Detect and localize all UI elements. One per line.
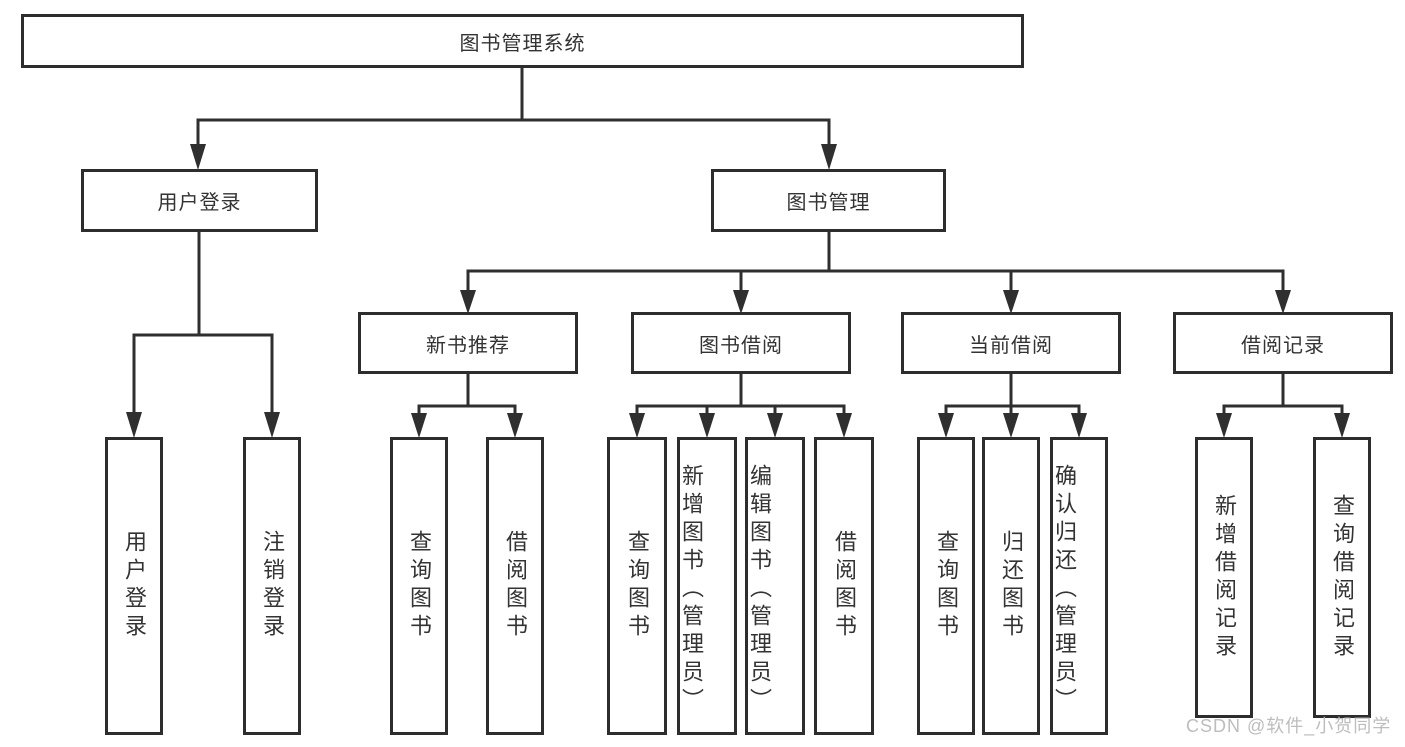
arrowhead-down: [699, 413, 715, 438]
arrowhead-down: [938, 413, 954, 438]
leaf-logout: 注销登录: [243, 437, 301, 735]
watermark: CSDN @软件_小贺同学: [1186, 716, 1392, 736]
node-borrowing-records-label: 借阅记录: [1241, 334, 1325, 357]
leaf-label: 查询图书: [407, 530, 432, 642]
node-user-login-label: 用户登录: [157, 192, 242, 214]
leaf-label: 查询图书: [934, 530, 959, 642]
leaf-query-books-3: 查询图书: [917, 437, 975, 735]
leaf-query-books-2: 查询图书: [607, 437, 667, 735]
leaf-query-borrow-record: 查询借阅记录: [1313, 437, 1371, 718]
leaf-label: 查询图书: [625, 530, 650, 642]
node-book-borrowing: 图书借阅: [631, 312, 851, 374]
leaf-borrow-books-1: 借阅图书: [486, 437, 544, 735]
arrowhead-down: [411, 413, 427, 438]
arrowhead-down: [767, 413, 783, 438]
node-new-book-recommend-label: 新书推荐: [426, 334, 510, 357]
node-current-borrowing-label: 当前借阅: [969, 334, 1053, 357]
arrowhead-down: [733, 290, 749, 314]
arrowhead-down: [1003, 413, 1019, 438]
leaf-edit-books-admin: 编辑图书（管理员）: [745, 437, 805, 735]
leaf-label: 新增图书（管理员）: [679, 464, 704, 716]
arrowhead-down: [1334, 413, 1350, 438]
leaf-add-borrow-record: 新增借阅记录: [1195, 437, 1253, 718]
node-book-management: 图书管理: [711, 169, 946, 232]
arrowhead-down: [1216, 413, 1232, 438]
leaf-label: 借阅图书: [832, 530, 857, 642]
node-root-label: 图书管理系统: [459, 32, 586, 55]
node-book-borrowing-label: 图书借阅: [699, 334, 783, 357]
arrowhead-down: [1003, 290, 1019, 314]
leaf-label: 注销登录: [260, 530, 285, 642]
leaf-user-login: 用户登录: [105, 437, 163, 735]
arrowhead-down: [1071, 413, 1087, 438]
arrowhead-down: [836, 413, 852, 438]
leaf-label: 用户登录: [122, 530, 147, 642]
node-book-management-label: 图书管理: [786, 192, 871, 214]
leaf-query-books-1: 查询图书: [390, 437, 448, 735]
leaf-label: 确认归还（管理员）: [1052, 464, 1077, 716]
arrowhead-down: [190, 144, 206, 170]
leaf-label: 借阅图书: [503, 530, 528, 642]
leaf-borrow-books-2: 借阅图书: [814, 437, 874, 735]
arrowhead-down: [460, 290, 476, 314]
arrowheads: [126, 144, 1350, 438]
leaf-return-books: 归还图书: [982, 437, 1040, 735]
arrowhead-down: [264, 412, 280, 438]
arrowhead-down: [1275, 290, 1291, 314]
node-current-borrowing: 当前借阅: [901, 312, 1121, 374]
leaf-add-books-admin: 新增图书（管理员）: [677, 437, 737, 735]
arrowhead-down: [507, 413, 523, 438]
leaf-confirm-return-admin: 确认归还（管理员）: [1050, 437, 1108, 735]
leaf-label: 归还图书: [999, 530, 1024, 642]
node-user-login: 用户登录: [81, 169, 318, 232]
node-new-book-recommend: 新书推荐: [358, 312, 578, 374]
leaf-label: 新增借阅记录: [1212, 493, 1237, 662]
arrowhead-down: [126, 412, 142, 438]
arrowhead-down: [629, 413, 645, 438]
leaf-label: 编辑图书（管理员）: [747, 464, 772, 716]
node-borrowing-records: 借阅记录: [1173, 312, 1393, 374]
leaf-label: 查询借阅记录: [1330, 493, 1355, 662]
node-root: 图书管理系统: [21, 14, 1024, 68]
arrowhead-down: [821, 144, 837, 170]
